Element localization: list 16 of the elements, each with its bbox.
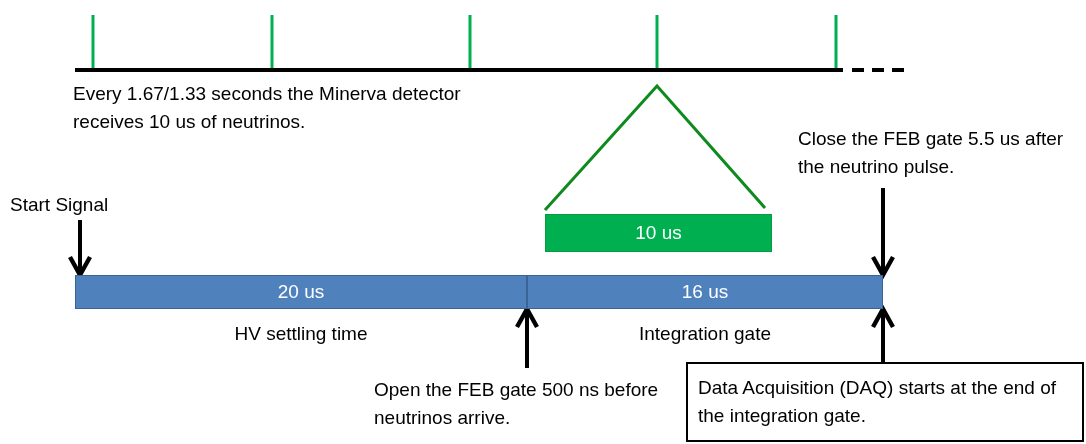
pulse-bar	[545, 214, 772, 252]
phase-label: HV settling time	[233, 322, 369, 346]
duration-label: 16 us	[681, 280, 729, 305]
phase-label: Integration gate	[637, 322, 772, 346]
timeline-bar	[75, 275, 527, 309]
annotation-text: Open the FEB gate 500 ns before neutrinos arrive.	[374, 378, 660, 430]
annotation-text: Start Signal	[10, 193, 109, 218]
annotation-text: Close the FEB gate 5.5 us after the neutrino pulse.	[798, 127, 1065, 179]
duration-label: 20 us	[277, 280, 325, 305]
duration-label: 10 us	[635, 221, 682, 246]
arrow	[870, 306, 896, 362]
annotation-text: Data Acquisition (DAQ) starts at the end of the integration gate.	[698, 376, 1057, 428]
arrow	[870, 188, 896, 278]
timeline-bar	[527, 275, 883, 309]
note-box	[686, 362, 1084, 442]
caption-text: Every 1.67/1.33 seconds the Minerva detector receives 10 us of neutrinos.	[73, 82, 462, 134]
